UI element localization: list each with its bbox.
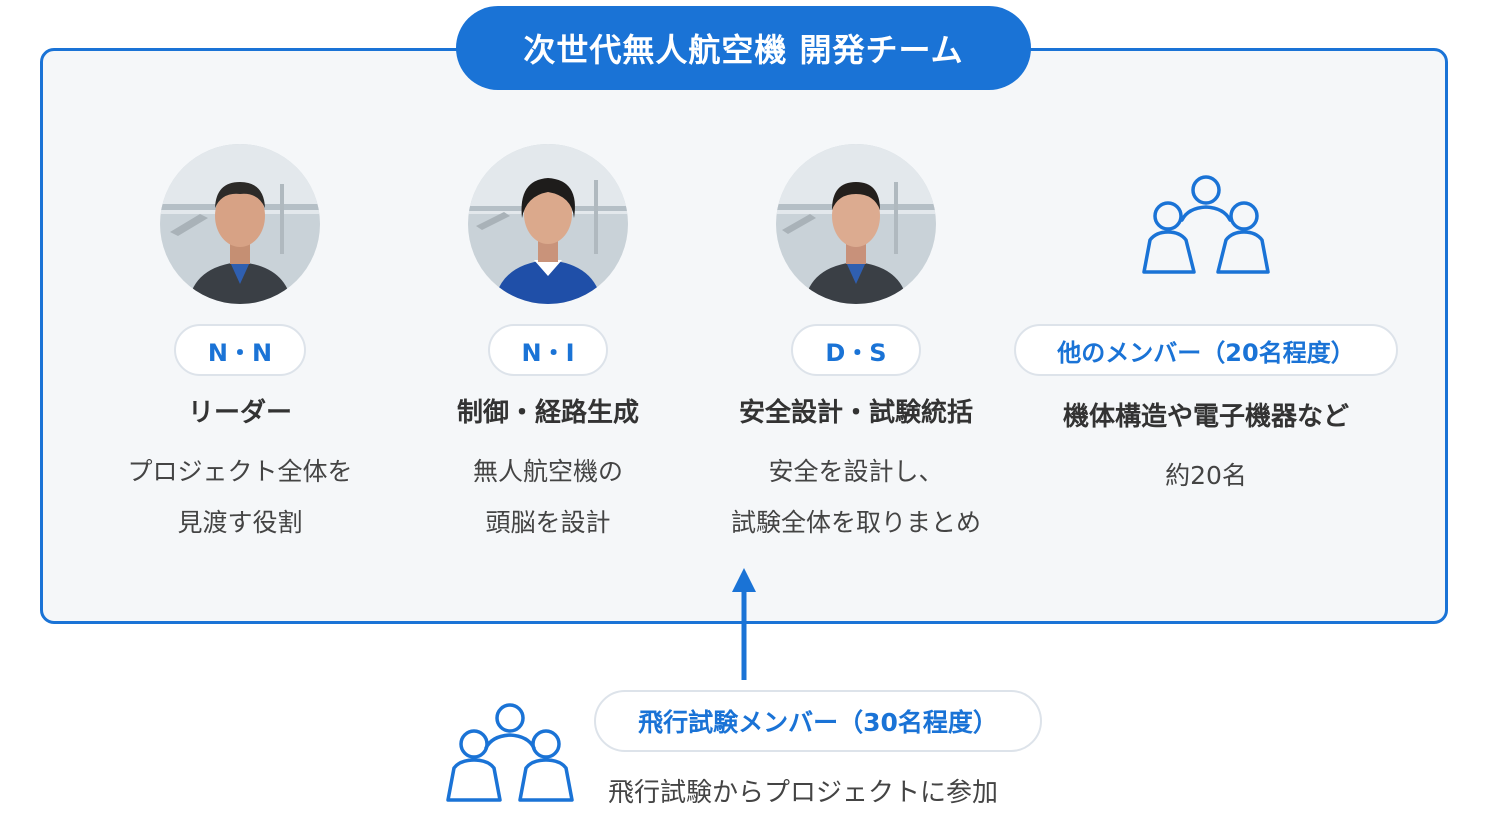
member-avatar <box>160 144 320 304</box>
member-description-line: 見渡す役割 <box>177 508 303 537</box>
member-card-leader: N・N リーダー プロジェクト全体を 見渡す役割 <box>80 0 400 620</box>
member-description: プロジェクト全体を 見渡す役割 <box>80 446 400 548</box>
member-initials-pill: 他のメンバー（20名程度） <box>1014 324 1398 376</box>
member-initials-pill: D・S <box>791 324 921 376</box>
member-card-control: N・I 制御・経路生成 無人航空機の 頭脳を設計 <box>388 0 708 620</box>
member-description: 安全を設計し、 試験全体を取りまとめ <box>696 446 1016 548</box>
member-description: 無人航空機の 頭脳を設計 <box>388 446 708 548</box>
member-initials-pill: N・N <box>174 324 306 376</box>
member-role: 制御・経路生成 <box>456 398 639 428</box>
member-description-line: 頭脳を設計 <box>485 508 611 537</box>
member-description-line: 試験全体を取りまとめ <box>730 508 981 537</box>
member-description-line: 安全を設計し、 <box>768 457 944 486</box>
member-card-others: 他のメンバー（20名程度） 機体構造や電子機器など 約20名 <box>1014 0 1398 620</box>
member-description: 約20名 <box>1046 450 1366 501</box>
member-role: 機体構造や電子機器など <box>1062 402 1349 432</box>
flight-members-description: 飛行試験からプロジェクトに参加 <box>608 778 999 808</box>
group-icon <box>440 700 580 810</box>
member-card-safety: D・S 安全設計・試験統括 安全を設計し、 試験全体を取りまとめ <box>696 0 1016 620</box>
member-avatar <box>468 144 628 304</box>
member-avatar <box>776 144 936 304</box>
member-description-line: 無人航空機の <box>472 457 623 486</box>
member-description-line: 約20名 <box>1165 461 1247 490</box>
member-description-line: プロジェクト全体を <box>127 457 353 486</box>
member-role: 安全設計・試験統括 <box>738 398 973 428</box>
group-icon <box>1136 170 1276 284</box>
flight-members-pill: 飛行試験メンバー（30名程度） <box>594 690 1042 752</box>
member-role: リーダー <box>187 398 292 428</box>
flow-arrow <box>730 566 758 688</box>
member-initials-pill: N・I <box>488 324 608 376</box>
team-title: 次世代無人航空機 開発チーム <box>456 6 1031 90</box>
